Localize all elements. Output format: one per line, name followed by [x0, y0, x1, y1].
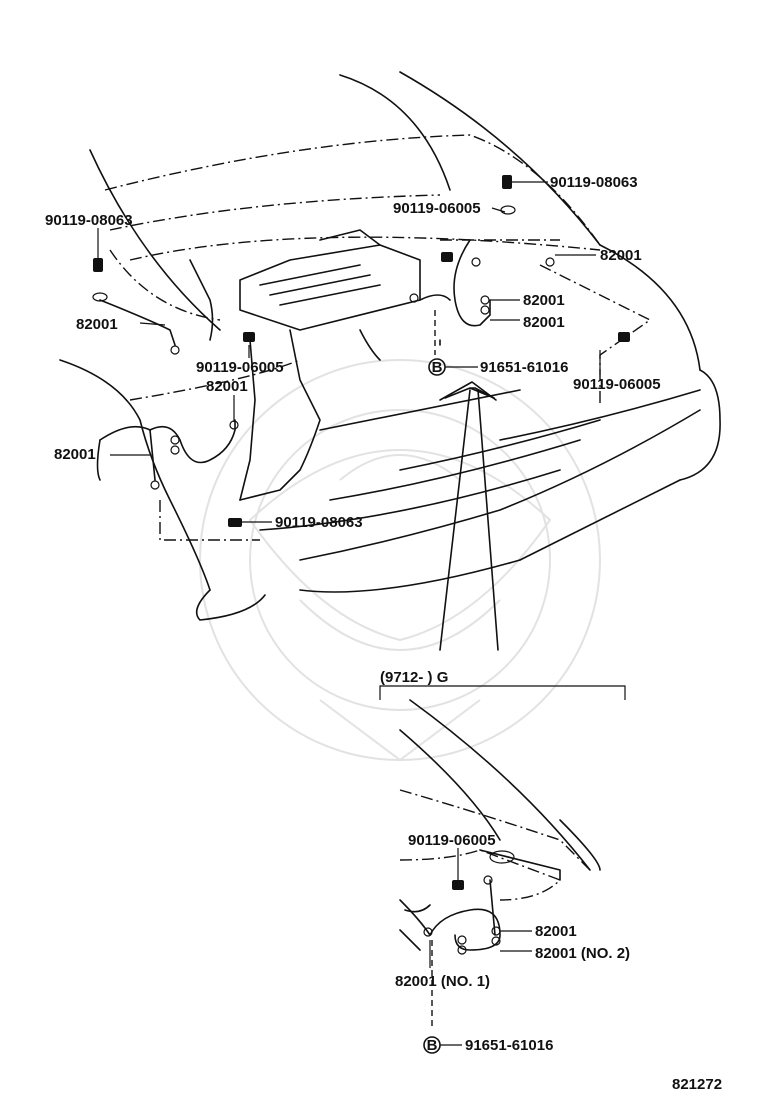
clamp-icon [409, 293, 419, 303]
engine-block [189, 229, 421, 501]
car-body-main [59, 71, 721, 621]
fasteners-main [92, 175, 630, 527]
harness-runs [99, 239, 491, 481]
part-label: 82001 [206, 378, 248, 395]
clamp-icon [229, 420, 239, 430]
labels-detail: 90119-06005 82001 82001 (NO. 2) 82001 (N… [395, 832, 722, 1093]
part-label: 82001 (NO. 2) [535, 945, 630, 962]
bolt-icon [618, 332, 630, 342]
clamp-icon [457, 935, 467, 955]
callout-b-detail: B [423, 1036, 441, 1054]
callout-letter: B [432, 359, 443, 376]
bolt-icon [452, 880, 464, 890]
variant-bracket: (9712- ) G [379, 669, 626, 700]
part-label: 91651-61016 [480, 359, 568, 376]
watermark-emblem [199, 359, 601, 762]
part-label: 82001 (NO. 1) [395, 973, 490, 990]
part-label: 91651-61016 [465, 1037, 553, 1054]
part-label: 90119-06005 [393, 200, 481, 217]
bolt-icon [228, 518, 242, 527]
callout-b-main: B [428, 358, 446, 376]
part-label: 90119-08063 [550, 174, 638, 191]
clamp-icon [423, 927, 433, 937]
variant-label: (9712- ) G [380, 669, 448, 686]
bolt-icon [502, 175, 512, 189]
callout-letter: B [427, 1037, 438, 1054]
clamp-icon [491, 926, 501, 946]
clamp-icon [150, 480, 160, 490]
detail-arrow [439, 381, 499, 651]
part-label: 82001 [76, 316, 118, 333]
clamp-icon [483, 875, 493, 885]
washer-icon [500, 205, 516, 215]
clamp-icon [471, 257, 481, 267]
part-label: 90119-08063 [275, 514, 363, 531]
clamp-icon [170, 435, 180, 455]
part-label: 90119-06005 [408, 832, 496, 849]
part-label: 82001 [600, 247, 642, 264]
bolt-icon [441, 252, 453, 262]
part-label: 82001 [523, 292, 565, 309]
leader-lines-main [97, 181, 601, 523]
part-label: 90119-06005 [573, 376, 661, 393]
clamp-icon [480, 295, 490, 315]
labels-main: 90119-08063 90119-08063 90119-06005 8200… [45, 174, 661, 531]
bolt-icon [243, 332, 255, 342]
clamp-icon [545, 257, 555, 267]
clamp-icon [170, 345, 180, 355]
part-label: 82001 [54, 446, 96, 463]
diagram-number: 821272 [672, 1076, 722, 1093]
part-label: 82001 [535, 923, 577, 940]
part-label: 90119-06005 [196, 359, 284, 376]
detail-view [399, 699, 601, 1046]
part-label: 90119-08063 [45, 212, 133, 229]
part-label: 82001 [523, 314, 565, 331]
washer-icon [92, 292, 108, 302]
bolt-icon [93, 258, 103, 272]
